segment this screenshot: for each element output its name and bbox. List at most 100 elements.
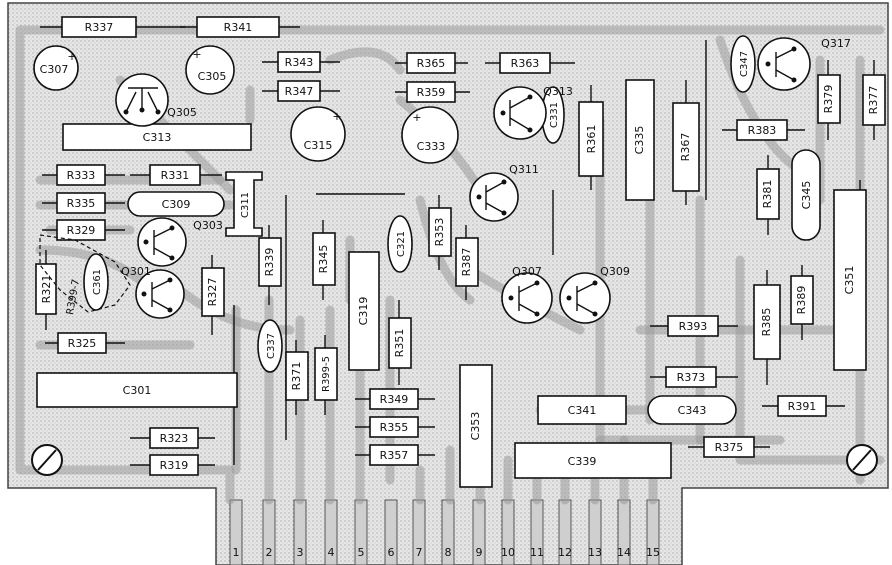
svg-text:C315: C315 [304, 139, 333, 152]
resistor-r343: R343 [262, 51, 340, 73]
svg-text:R373: R373 [677, 371, 706, 384]
svg-text:Q311: Q311 [509, 163, 539, 176]
resistor-r319: R319 [130, 454, 215, 476]
pin-label-4: 4 [328, 546, 335, 559]
capacitor-c315: + C315 [290, 106, 346, 162]
capacitor-c309: C309 [127, 191, 225, 217]
svg-text:R383: R383 [748, 124, 777, 137]
pin-label-6: 6 [388, 546, 395, 559]
resistor-r377: R377 [862, 60, 886, 140]
svg-text:R339: R339 [263, 248, 276, 277]
resistor-r387: R387 [455, 225, 479, 300]
resistor-r335: R335 [42, 192, 125, 214]
capacitor-c305: + C305 [185, 45, 235, 95]
svg-text:C319: C319 [357, 297, 370, 326]
svg-text:Q309: Q309 [600, 265, 630, 278]
svg-text:Q303: Q303 [193, 219, 223, 232]
svg-text:R363: R363 [511, 57, 540, 70]
svg-text:R347: R347 [285, 85, 314, 98]
svg-text:C333: C333 [417, 140, 446, 153]
resistor-r337: R337 [40, 16, 185, 38]
svg-text:C353: C353 [469, 412, 482, 441]
svg-text:R353: R353 [433, 218, 446, 247]
svg-text:C341: C341 [568, 404, 597, 417]
pin-label-1: 1 [233, 546, 240, 559]
resistor-r393: R393 [650, 315, 738, 337]
svg-text:R325: R325 [68, 337, 97, 350]
svg-text:R341: R341 [224, 21, 253, 34]
mounting-hole-left [31, 444, 63, 476]
svg-text:C335: C335 [633, 126, 646, 155]
svg-text:C301: C301 [123, 384, 152, 397]
resistor-r385: R385 [753, 270, 781, 385]
svg-text:R355: R355 [380, 421, 409, 434]
svg-text:C307: C307 [40, 63, 69, 76]
svg-text:R329: R329 [67, 224, 96, 237]
capacitor-c343: C343 [647, 395, 737, 425]
svg-text:C313: C313 [143, 131, 172, 144]
resistor-r327: R327 [201, 255, 225, 335]
resistor-r325: R325 [45, 332, 125, 354]
pin-label-7: 7 [416, 546, 423, 559]
capacitor-c307: + C307 [33, 45, 79, 91]
resistor-r391: R391 [762, 395, 845, 417]
svg-text:Q307: Q307 [512, 265, 542, 278]
svg-text:R379: R379 [822, 85, 835, 114]
svg-text:Q301: Q301 [121, 265, 151, 278]
pin-label-12: 12 [558, 546, 572, 559]
svg-text:R337: R337 [85, 21, 114, 34]
capacitor-c311: C311 [225, 171, 263, 237]
resistor-r371: R371 [285, 340, 309, 415]
resistor-r381: R381 [756, 155, 780, 235]
resistor-r321: R321 [35, 250, 57, 330]
resistor-r389: R389 [790, 265, 814, 340]
capacitor-c313: C313 [62, 123, 252, 151]
svg-text:C321: C321 [396, 231, 407, 257]
svg-text:R351: R351 [393, 329, 406, 358]
svg-text:Q317: Q317 [821, 37, 851, 50]
svg-text:R393: R393 [679, 320, 708, 333]
pin-label-5: 5 [358, 546, 365, 559]
svg-text:Q305: Q305 [167, 106, 197, 119]
svg-text:R381: R381 [761, 180, 774, 209]
capacitor-c341: C341 [537, 395, 627, 425]
svg-text:+: + [192, 48, 201, 61]
svg-text:C351: C351 [843, 266, 856, 295]
svg-text:R365: R365 [417, 57, 446, 70]
svg-text:Q313: Q313 [543, 85, 573, 98]
svg-text:R377: R377 [867, 86, 880, 115]
svg-text:R331: R331 [161, 169, 190, 182]
capacitor-c353: C353 [459, 364, 493, 488]
resistor-r375: R375 [688, 436, 770, 458]
resistor-r361: R361 [578, 85, 604, 190]
svg-text:+: + [412, 111, 421, 124]
pin-label-11: 11 [530, 546, 544, 559]
svg-text:C331: C331 [549, 102, 560, 128]
svg-text:C339: C339 [568, 455, 597, 468]
svg-text:C337: C337 [266, 333, 277, 359]
svg-text:C343: C343 [678, 404, 707, 417]
transistor-q303: Q303 [137, 217, 223, 267]
resistor-r351: R351 [388, 300, 412, 385]
transistor-q307: Q307 [501, 265, 553, 324]
resistor-r379: R379 [817, 60, 841, 140]
svg-text:R319: R319 [160, 459, 189, 472]
capacitor-c337: C337 [257, 319, 283, 373]
transistor-q317: Q317 [757, 37, 851, 91]
resistor-r323: R323 [130, 427, 215, 449]
svg-text:R399-5: R399-5 [321, 356, 332, 392]
capacitor-c321: C321 [387, 215, 413, 273]
capacitor-c301: C301 [36, 372, 238, 408]
svg-text:R361: R361 [585, 125, 598, 154]
svg-text:R387: R387 [460, 248, 473, 277]
transistor-q309: Q309 [559, 265, 630, 324]
resistor-r367: R367 [672, 80, 700, 205]
resistor-r345: R345 [312, 220, 336, 300]
svg-text:C311: C311 [240, 192, 251, 218]
svg-text:R371: R371 [290, 362, 303, 391]
svg-text:+: + [332, 110, 341, 123]
capacitor-c361: C361 [83, 253, 109, 311]
capacitor-c333: + C333 [401, 106, 459, 164]
svg-text:R375: R375 [715, 441, 744, 454]
